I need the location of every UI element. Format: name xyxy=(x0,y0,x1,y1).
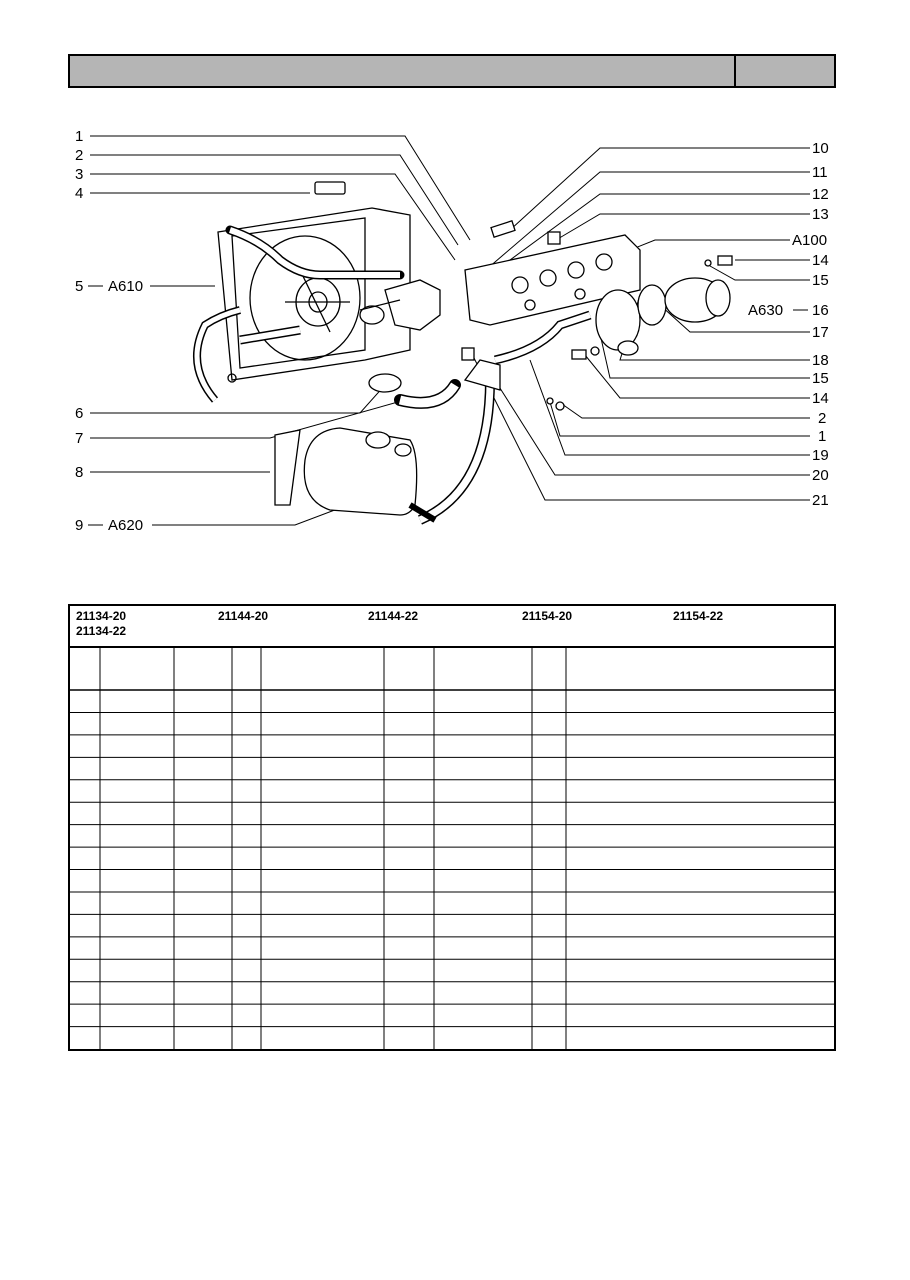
svg-text:14: 14 xyxy=(812,390,829,407)
callout-8: 8 xyxy=(75,464,270,481)
model-21134-22: 21134-22 xyxy=(76,624,127,638)
cooling-system-diagram: 1 2 3 4 5 A610 6 7 8 9 A620 10 xyxy=(75,128,829,534)
thermostat-housing-illustration xyxy=(359,279,592,525)
callout-11: 11 xyxy=(487,164,828,269)
svg-text:21: 21 xyxy=(812,492,829,509)
svg-text:15: 15 xyxy=(812,272,829,289)
svg-text:A620: A620 xyxy=(108,517,143,534)
callout-9: 9 A620 xyxy=(75,507,341,534)
callout-1: 1 xyxy=(75,128,471,241)
model-21154-22: 21154-22 xyxy=(673,609,724,623)
svg-text:9: 9 xyxy=(75,517,83,534)
svg-text:A100: A100 xyxy=(792,232,827,249)
svg-text:4: 4 xyxy=(75,185,83,202)
svg-text:17: 17 xyxy=(812,324,829,341)
svg-text:10: 10 xyxy=(812,140,829,157)
model-header: 21134-20 21134-22 21144-20 21144-22 2115… xyxy=(70,606,834,648)
svg-text:8: 8 xyxy=(75,464,83,481)
callout-17: 17 xyxy=(659,304,829,341)
header-bar xyxy=(68,54,836,88)
svg-text:A610: A610 xyxy=(108,278,143,295)
svg-text:11: 11 xyxy=(812,164,828,181)
header-page xyxy=(736,56,834,86)
callout-4: 4 xyxy=(75,185,310,202)
callout-19: 19 xyxy=(529,359,829,464)
callout-14-top: 14 xyxy=(735,252,829,269)
water-pump-illustration xyxy=(546,255,733,411)
callout-15-top: 15 xyxy=(709,265,829,289)
radiator-illustration xyxy=(193,181,411,403)
callout-14-mid: 14 xyxy=(584,354,829,407)
svg-text:19: 19 xyxy=(812,447,829,464)
table-grid xyxy=(70,646,834,1049)
header-title xyxy=(70,56,736,86)
svg-text:15: 15 xyxy=(812,370,829,387)
callout-2-right: 2 xyxy=(561,403,826,427)
svg-text:6: 6 xyxy=(75,405,83,422)
model-21144-20: 21144-20 xyxy=(218,609,269,623)
svg-text:12: 12 xyxy=(812,186,829,203)
svg-text:2: 2 xyxy=(75,147,83,164)
cylinder-head-illustration xyxy=(464,220,641,326)
callout-2: 2 xyxy=(75,147,459,246)
callout-21: 21 xyxy=(469,349,829,509)
svg-text:18: 18 xyxy=(812,352,829,369)
parts-table: 21134-20 21134-22 21144-20 21144-22 2115… xyxy=(68,604,836,1051)
callout-1-right: 1 xyxy=(549,401,826,445)
svg-text:5: 5 xyxy=(75,278,83,295)
callout-15-mid: 15 xyxy=(597,324,829,387)
callout-3: 3 xyxy=(75,166,456,261)
svg-text:13: 13 xyxy=(812,206,829,223)
svg-text:7: 7 xyxy=(75,430,83,447)
callout-20: 20 xyxy=(497,384,829,484)
callout-13: 13 xyxy=(555,206,829,241)
svg-text:3: 3 xyxy=(75,166,83,183)
svg-text:A630: A630 xyxy=(748,302,783,319)
callout-5: 5 A610 xyxy=(75,278,215,295)
callout-6: 6 xyxy=(75,384,386,422)
callout-a100: A100 xyxy=(629,232,827,251)
expansion-tank-illustration xyxy=(274,427,437,523)
model-21144-22: 21144-22 xyxy=(368,609,419,623)
callout-12: 12 xyxy=(479,186,829,283)
callout-10: 10 xyxy=(509,140,829,231)
svg-text:1: 1 xyxy=(75,128,83,145)
svg-text:16: 16 xyxy=(812,302,829,319)
svg-text:14: 14 xyxy=(812,252,829,269)
svg-text:20: 20 xyxy=(812,467,829,484)
svg-text:2: 2 xyxy=(818,410,826,427)
callout-16: A630 16 xyxy=(748,302,829,319)
callout-7: 7 xyxy=(75,399,406,447)
model-21134-20: 21134-20 xyxy=(76,609,127,623)
model-21154-20: 21154-20 xyxy=(522,609,573,623)
svg-text:1: 1 xyxy=(818,428,826,445)
